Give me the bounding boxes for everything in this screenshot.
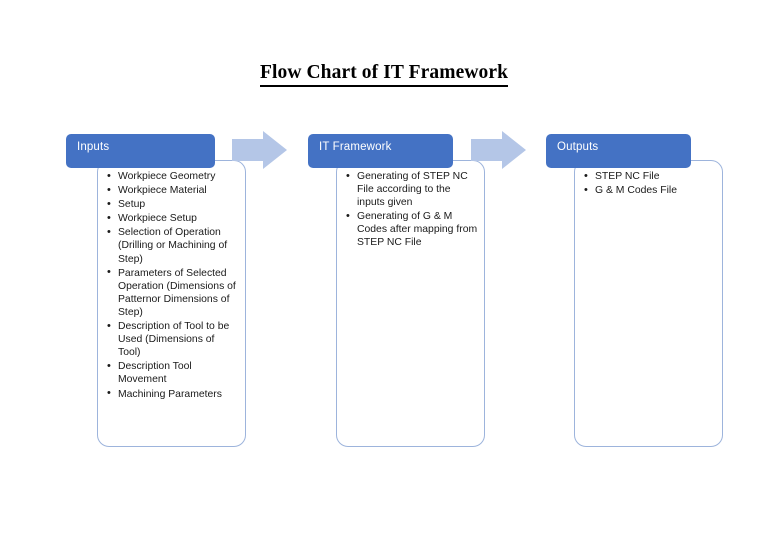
outputs-header[interactable]: Outputs [546,134,691,168]
inputs-header-label: Inputs [77,141,110,153]
outputs-body-box: STEP NC File G & M Codes File [574,160,723,447]
list-item: Parameters of Selected Operation (Dimens… [106,266,239,319]
list-item: Generating of STEP NC File according to … [345,169,478,209]
outputs-body-content: STEP NC File G & M Codes File [583,169,716,198]
outputs-header-label: Outputs [557,141,599,153]
it-framework-header[interactable]: IT Framework [308,134,453,168]
page-title-text: Flow Chart of IT Framework [259,62,509,87]
list-item: G & M Codes File [583,184,716,197]
list-item: Generating of G & M Codes after mapping … [345,210,478,249]
list-item: Workpiece Material [106,184,239,197]
page-title: Flow Chart of IT Framework [0,62,768,87]
list-item: Workpiece Setup [106,212,239,225]
list-item: Selection of Operation (Drilling or Mach… [106,226,239,265]
it-framework-body-content: Generating of STEP NC File according to … [345,169,478,251]
inputs-bullet-list: Workpiece Geometry Workpiece Material Se… [106,169,239,401]
arrow-right-icon [232,131,287,169]
list-item: Description of Tool to be Used (Dimensio… [106,320,239,359]
outputs-bullet-list: STEP NC File G & M Codes File [583,169,716,197]
list-item: STEP NC File [583,169,716,183]
arrow-right-icon [471,131,526,169]
it-framework-body-box: Generating of STEP NC File according to … [336,160,485,447]
it-framework-header-label: IT Framework [319,141,392,153]
list-item: Description Tool Movement [106,360,239,386]
it-framework-bullet-list: Generating of STEP NC File according to … [345,169,478,250]
inputs-body-content: Workpiece Geometry Workpiece Material Se… [106,169,239,402]
inputs-body-box: Workpiece Geometry Workpiece Material Se… [97,160,246,447]
list-item: Machining Parameters [106,387,239,401]
inputs-header[interactable]: Inputs [66,134,215,168]
list-item: Workpiece Geometry [106,169,239,183]
list-item: Setup [106,198,239,211]
